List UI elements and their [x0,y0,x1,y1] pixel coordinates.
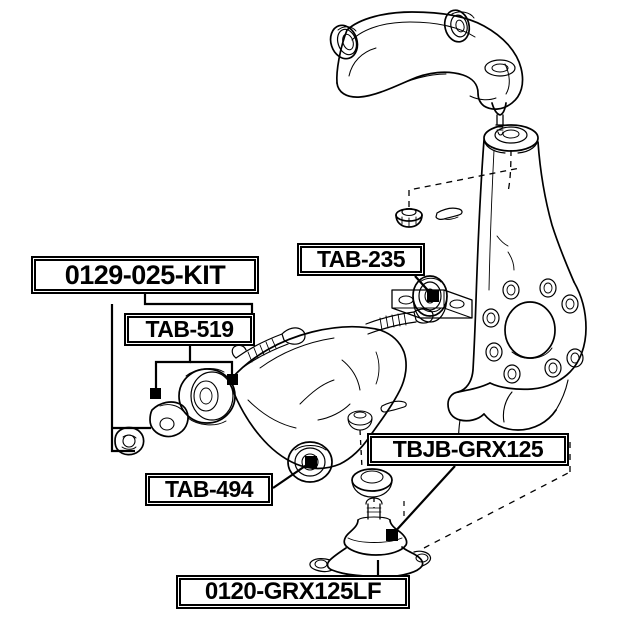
lower-ball-joint-boot [343,516,408,556]
label-inner-border: 0129-025-KIT [34,259,256,291]
lower-arm-rear-bracket-bushing [391,275,473,323]
arm-bushing-small-washer [149,401,189,438]
label-inner-border: 0120-GRX125LF [179,578,407,606]
castle-nut [395,207,423,228]
anchor-tbjb [386,529,398,541]
anchor-tab519-left [150,388,161,399]
leader-tab519-b [190,360,234,379]
upper-control-arm [329,9,524,136]
leader-tab519-a [154,346,192,392]
label-inner-border: TAB-519 [127,316,252,343]
label-text-0120: 0120-GRX125LF [204,578,382,605]
label-text-tab235: TAB-235 [316,246,406,272]
lower-arm-mid-bushing [287,441,333,483]
anchor-tab235 [427,290,439,302]
label-text-tbjb: TBJB-GRX125 [392,436,544,462]
label-text-kit: 0129-025-KIT [64,259,226,290]
label-inner-border: TAB-235 [300,246,422,273]
anchor-tab494 [305,456,317,468]
label-inner-border: TAB-494 [148,476,270,503]
steering-knuckle [447,124,587,457]
assembly-line-knuckle-to-ball-joint [423,471,571,549]
label-tab-494[interactable]: TAB-494 [145,473,273,506]
lower-control-arm [178,308,434,498]
label-tab-235[interactable]: TAB-235 [297,243,425,276]
leader-tbjb [391,465,456,536]
leader-kit-left [110,304,135,453]
assembly-line-upper-ball-joint [507,149,512,193]
label-text-tab519: TAB-519 [145,316,234,342]
label-tbjb-grx125[interactable]: TBJB-GRX125 [367,433,569,466]
label-0120-grx125lf[interactable]: 0120-GRX125LF [176,575,410,609]
leader-tab494 [272,461,312,489]
anchor-tab519-right [227,374,238,385]
label-tab-519[interactable]: TAB-519 [124,313,255,346]
label-text-tab494: TAB-494 [164,476,254,502]
label-0129-025-kit[interactable]: 0129-025-KIT [31,256,259,294]
label-inner-border: TBJB-GRX125 [370,436,566,463]
assembly-line-ball-joint-stud [359,429,375,508]
assembly-line-castle-nut [408,167,521,207]
lower-arm-front-bushing [178,368,236,426]
lower-arm-bj-seat [351,468,393,498]
cotter-pin [435,207,463,220]
